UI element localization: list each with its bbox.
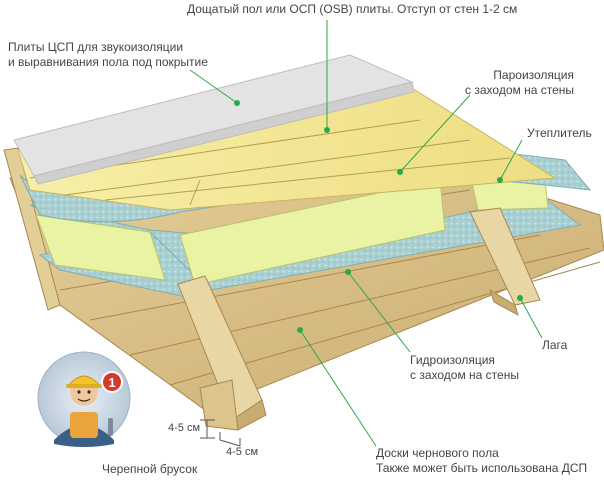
number-badge-icon: 1 [101,371,123,393]
label-subfloor: Доски чернового пола Также может быть ис… [376,446,587,476]
leader-dot-icon [397,169,403,175]
label-subfloor-line1: Доски чернового пола [376,446,499,460]
leader-dot-icon [497,177,503,183]
dimension-marks [200,419,241,447]
joist-right [469,207,541,317]
label-csp: Плиты ЦСП для звукоизоляции и выравниван… [8,40,208,70]
label-cranial-bar-text: Черепной брусок [102,462,198,476]
leader-dot-icon [345,269,351,275]
leader-vapor [399,94,471,173]
leader-dot-icon [517,295,523,301]
leader-dot-icon [297,327,303,333]
side-section [3,147,61,311]
leader-dots [234,100,523,333]
label-top-floor-text: Дощатый пол или ОСП (OSB) плиты. Отступ … [187,2,518,16]
leader-csp [189,69,238,104]
leader-insulation [499,139,523,181]
dim-horizontal: 4-5 см [226,446,259,458]
leader-hydro [347,271,411,353]
label-joist-text: Лага [542,338,568,352]
leader-lines [189,20,543,447]
label-csp-line2: и выравнивания пола под покрытие [8,55,208,69]
label-hydro-insulation: Гидроизоляция с заходом на стены [410,353,519,383]
joist-left [177,275,267,431]
label-vapor-line2: с заходом на стены [465,83,574,97]
builder-mascot-icon [37,351,131,447]
label-vapor-barrier: Пароизоляция с заходом на стены [465,68,574,98]
label-insulation-text: Утеплитель [527,126,592,140]
label-hydro-line2: с заходом на стены [410,368,519,382]
leader-subfloor [299,329,377,447]
label-csp-line1: Плиты ЦСП для звукоизоляции [8,40,184,54]
label-subfloor-line2: Также может быть использована ДСП [376,461,588,475]
leader-dot-icon [324,127,330,133]
leader-dot-icon [234,100,240,106]
csp-slab [13,54,415,185]
badge-number: 1 [108,375,115,390]
label-cranial-bar: Черепной брусок [102,462,197,477]
label-vapor-line1: Пароизоляция [493,68,574,82]
dim-vertical: 4-5 см [168,422,201,434]
leader-joist [519,297,543,339]
label-insulation: Утеплитель [527,126,592,141]
label-top-floor: Дощатый пол или ОСП (OSB) плиты. Отступ … [187,2,517,17]
label-hydro-line1: Гидроизоляция [410,353,495,367]
label-joist: Лага [542,338,567,353]
